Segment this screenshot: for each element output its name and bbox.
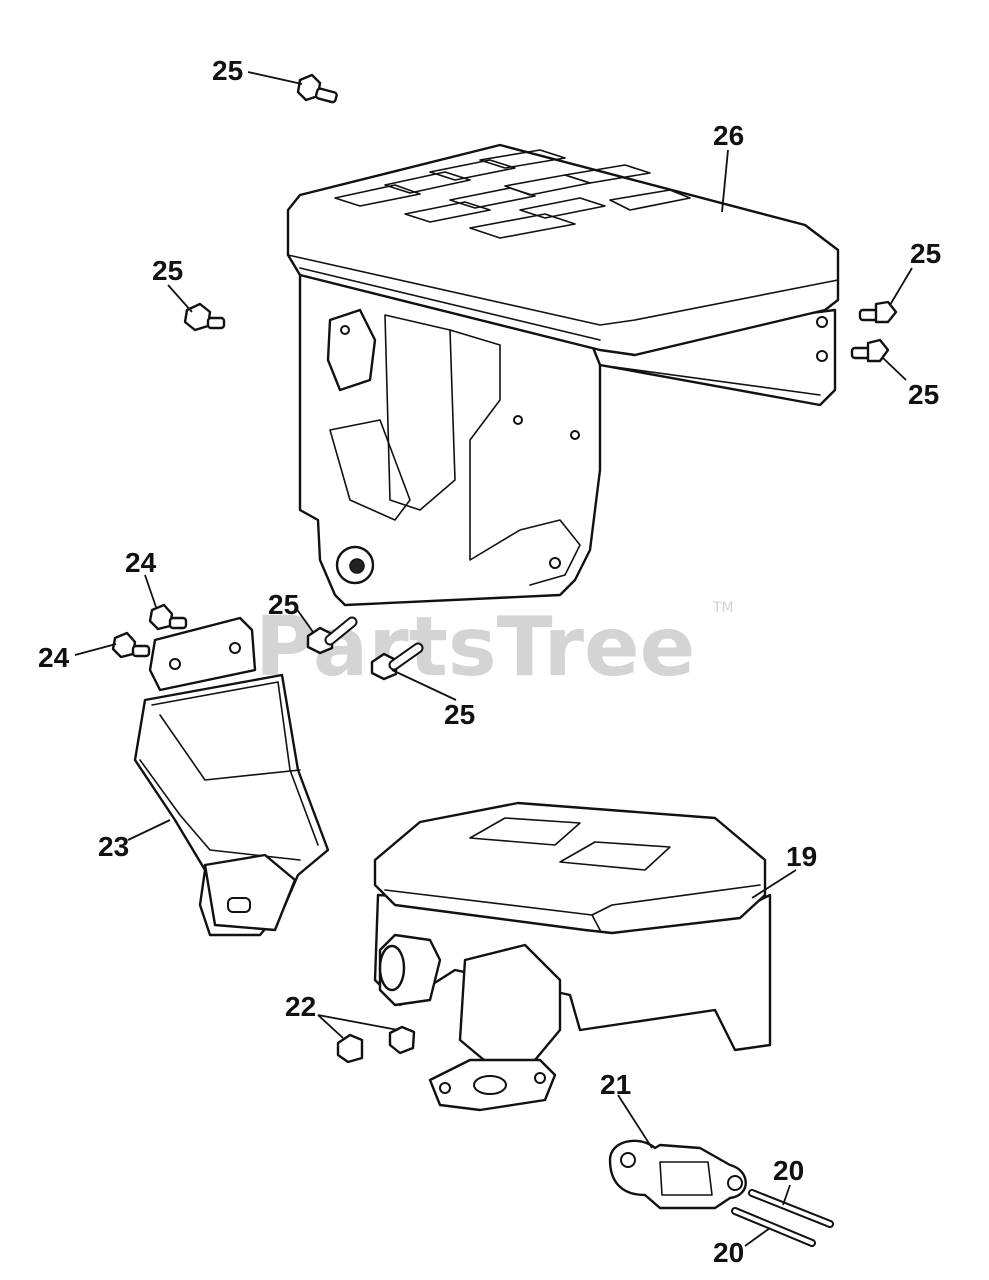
part-26-upper-shroud[interactable] bbox=[286, 143, 840, 607]
part-25-bolt-right-upper[interactable] bbox=[858, 300, 898, 324]
callout-26: 26 bbox=[713, 120, 744, 151]
leader-lines bbox=[74, 71, 913, 1247]
part-25-bolt-top[interactable] bbox=[296, 73, 338, 104]
callout-20-upper: 20 bbox=[773, 1155, 804, 1186]
callout-24-lower: 24 bbox=[38, 642, 70, 673]
callout-21: 21 bbox=[600, 1069, 631, 1100]
callout-25-top: 25 bbox=[212, 55, 243, 86]
callout-25-left: 25 bbox=[152, 255, 183, 286]
callout-20-lower: 20 bbox=[713, 1237, 744, 1268]
part-23-exhaust-deflector[interactable] bbox=[133, 616, 330, 937]
part-21-gasket[interactable] bbox=[608, 1139, 747, 1210]
part-24-bolt-lower[interactable] bbox=[111, 631, 151, 659]
callout-25-right-lower: 25 bbox=[908, 379, 939, 410]
shroud-vent-grid bbox=[334, 149, 691, 239]
part-25-bolt-mid-lower[interactable] bbox=[370, 642, 424, 681]
part-19-muffler[interactable] bbox=[373, 801, 772, 1112]
part-20-studs[interactable] bbox=[731, 1189, 834, 1247]
callout-25-right-upper: 25 bbox=[910, 238, 941, 269]
callout-25-mid-lower: 25 bbox=[444, 699, 475, 730]
callout-19: 19 bbox=[786, 841, 817, 872]
callout-23: 23 bbox=[98, 831, 129, 862]
part-24-bolt-upper[interactable] bbox=[148, 603, 188, 631]
callout-labels: 25 26 25 25 25 24 24 25 25 23 19 22 21 2… bbox=[38, 55, 941, 1268]
part-25-bolt-mid-upper[interactable] bbox=[306, 616, 358, 655]
part-25-bolt-left[interactable] bbox=[183, 302, 226, 332]
part-25-bolt-right-lower[interactable] bbox=[850, 338, 890, 363]
part-22-nuts[interactable] bbox=[336, 1025, 416, 1064]
trademark-symbol: TM bbox=[712, 600, 734, 616]
callout-25-mid-upper: 25 bbox=[268, 589, 299, 620]
callout-24-upper: 24 bbox=[125, 547, 157, 578]
callout-22: 22 bbox=[285, 991, 316, 1022]
